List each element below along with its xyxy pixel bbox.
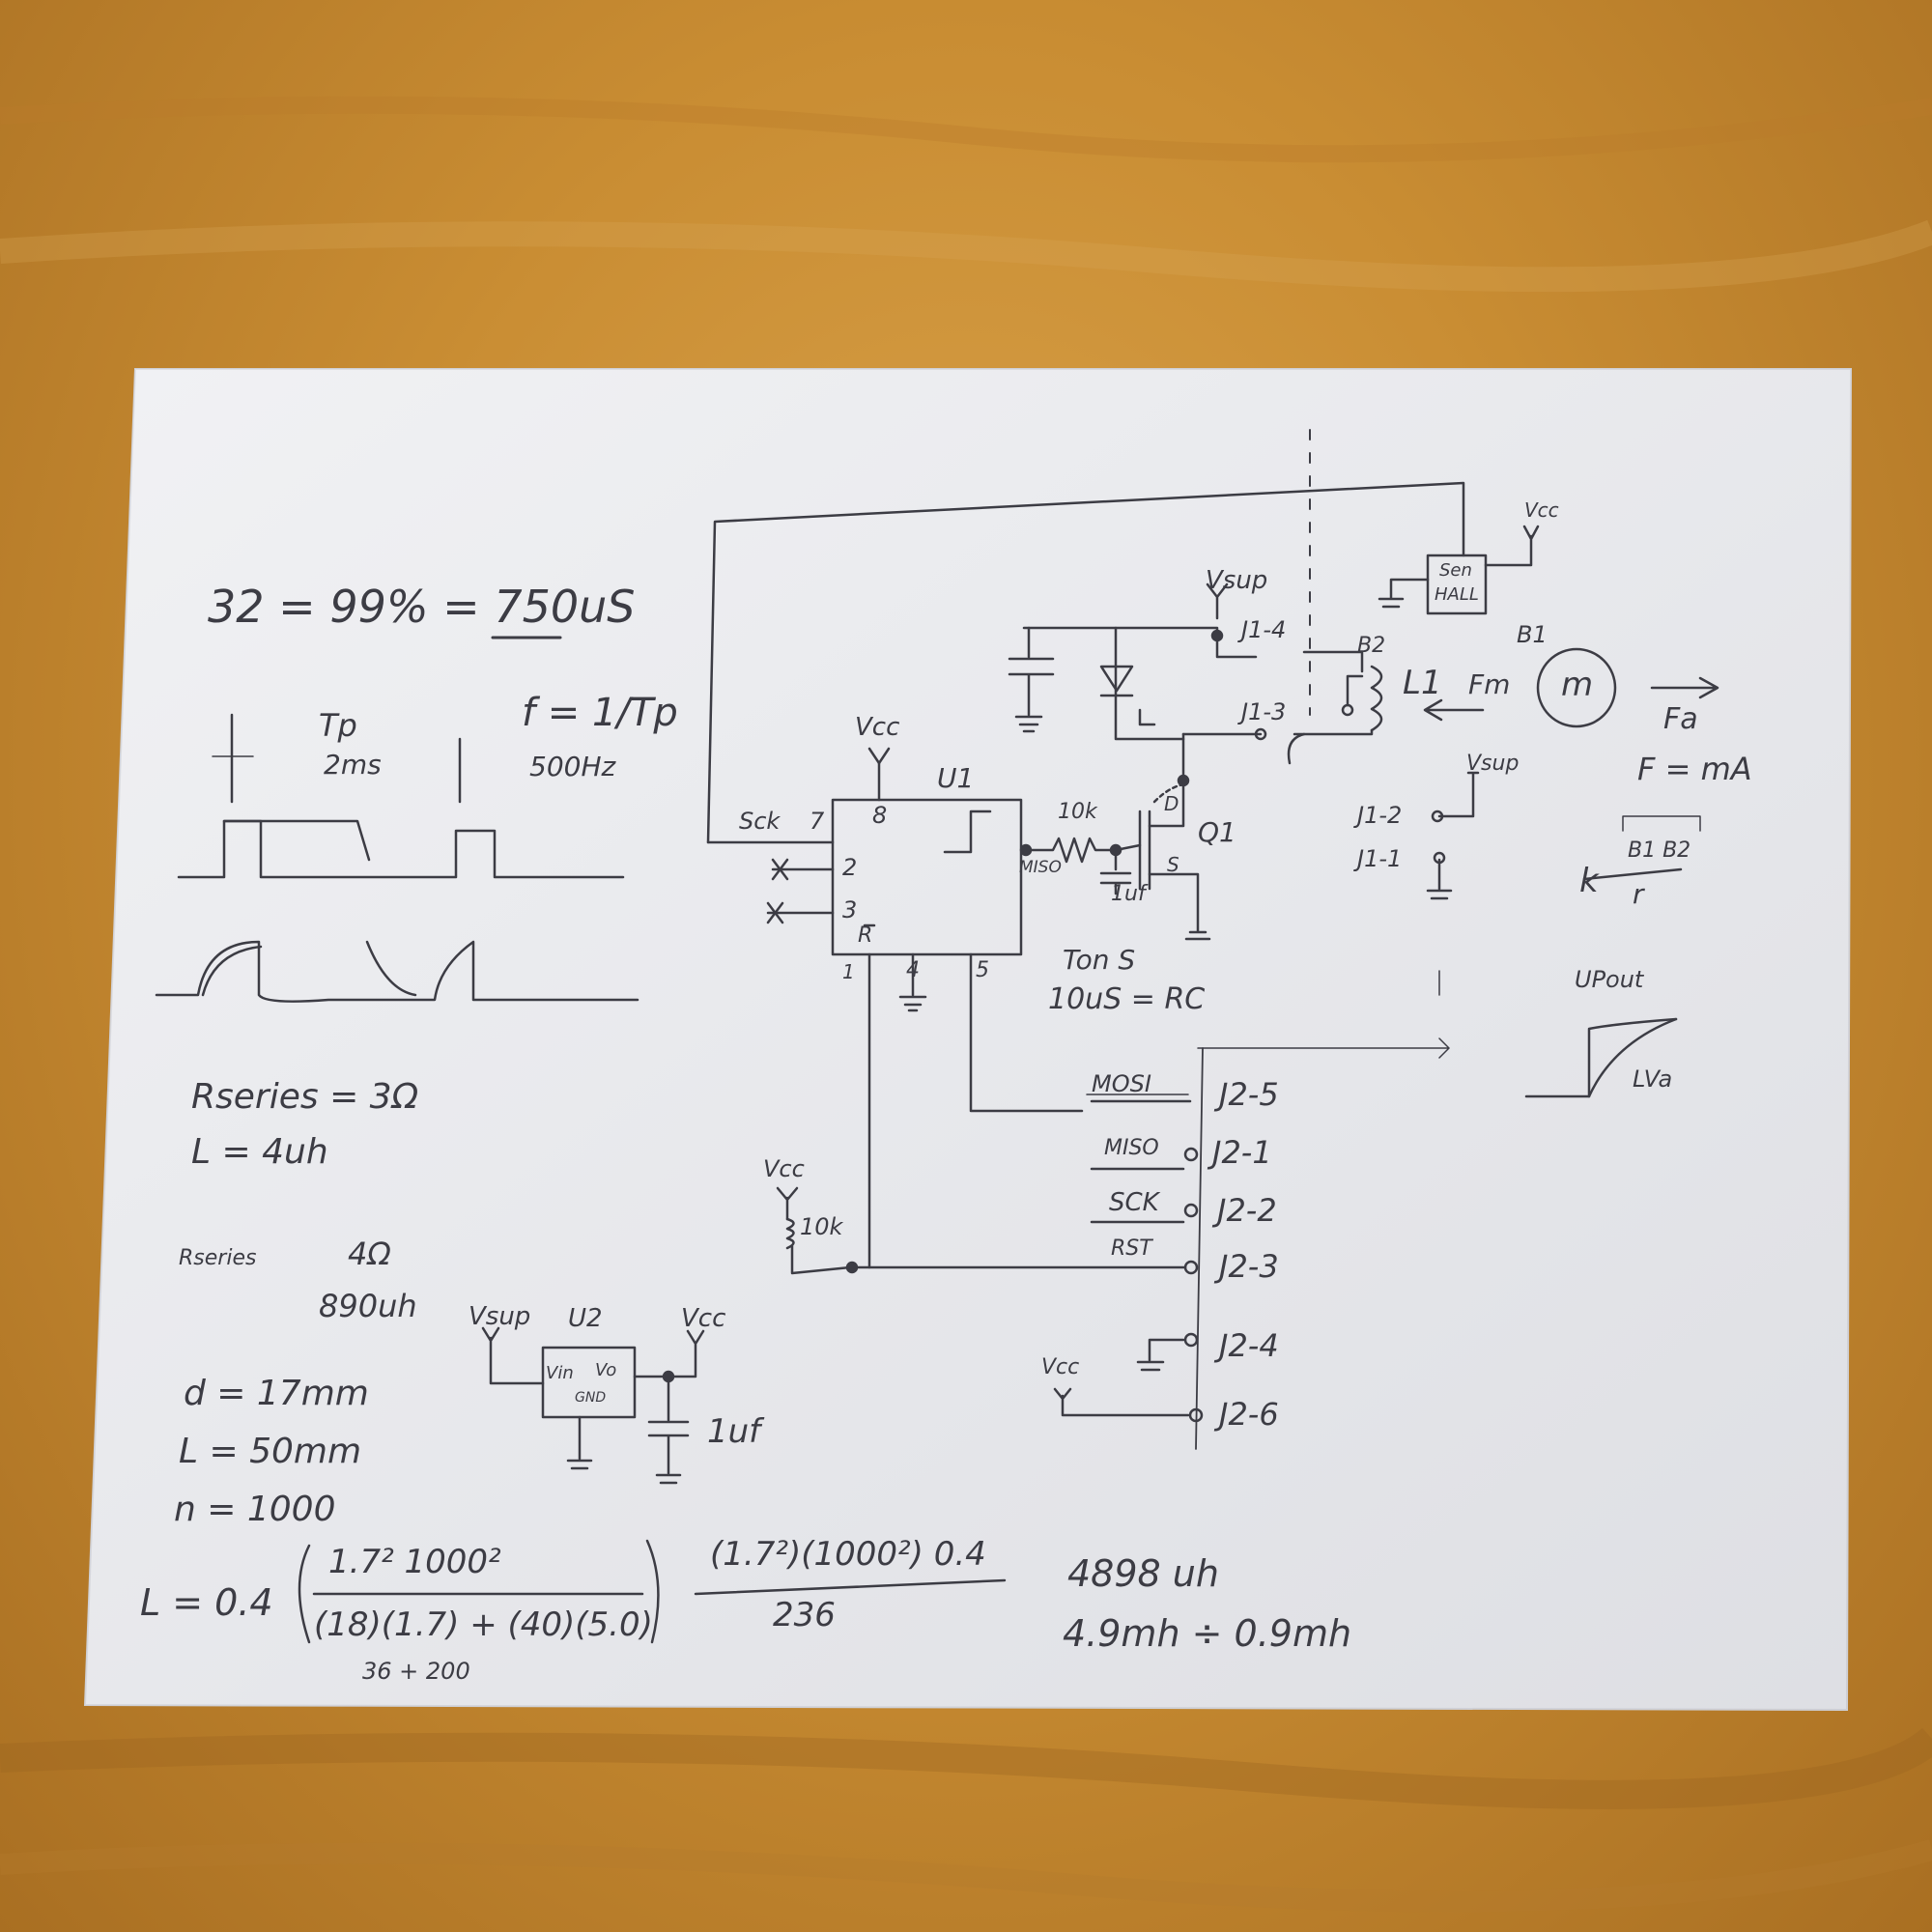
rst-vcc-label: Vcc [763,1155,805,1182]
hall-sen-label: Sen [1439,560,1472,581]
j2-6-label: J2-6 [1219,1396,1279,1433]
duty-cycle-note: 32 = 99% = 750uS [208,581,636,633]
j2-vcc-label: Vcc [1041,1355,1080,1379]
j2-5-label: J2-5 [1219,1076,1279,1113]
vsup2-label: Vsup [1466,752,1520,776]
fa-label: Fa [1663,702,1698,736]
source-label: S [1167,853,1179,876]
j2-3-label: J2-3 [1219,1248,1279,1285]
b1-label: B1 [1517,621,1548,648]
gate-resistor-label: 10k [1058,800,1097,824]
gate-cap-label: 1uf [1111,882,1146,906]
k-label: k [1579,862,1599,900]
u2-vout-label: Vo [595,1360,617,1380]
u2-cap-label: 1uf [707,1412,761,1451]
frequency-value: 500Hz [529,751,616,782]
pullup-resistor-label: 10k [800,1213,843,1240]
j2-2-label: J2-2 [1217,1192,1277,1229]
u2-gnd-label: GND [575,1390,607,1406]
result-inductance: 4898 uh [1067,1552,1219,1595]
l2-value: 890uh [319,1288,417,1324]
j1-4-label: J1-4 [1241,616,1287,643]
formula2-numerator: (1.7²)(1000²) 0.4 [710,1535,986,1574]
formula-denominator: (18)(1.7) + (40)(5.0) [314,1605,653,1644]
lva-label: LVa [1633,1065,1673,1093]
miso-label: MISO [1104,1136,1159,1160]
rseries2-note: Rseries [179,1246,257,1270]
q1-label: Q1 [1198,816,1236,848]
rseries-note: Rseries = 3Ω [191,1077,419,1117]
hall-hall-label: HALL [1435,584,1479,605]
j1-3-label: J1-3 [1241,698,1287,725]
magnet-label: m [1561,666,1594,704]
u2-label: U2 [568,1304,603,1333]
l1-label: L1 [1403,664,1442,702]
frequency-formula: f = 1/Tp [522,691,678,735]
pin3-label: 3 [842,896,858,923]
pin4-label: 4 [906,958,920,982]
tp-value: 2ms [324,749,382,781]
b2-label: B2 [1357,634,1386,658]
mosi-label: MOSI [1092,1070,1151,1097]
r2-value: 4Ω [348,1236,391,1272]
pin-r-label: R [858,923,873,948]
hall-vcc-label: Vcc [1524,498,1559,522]
drain-label: D [1164,792,1179,815]
diameter-note: d = 17mm [184,1374,369,1413]
tp-label: Tp [319,707,357,744]
j1-1-label: J1-1 [1357,845,1403,872]
u1-vcc-label: Vcc [855,713,900,742]
upout-label: UPout [1575,966,1644,993]
formula-numerator: 1.7² 1000² [328,1543,501,1581]
pin2-label: 2 [842,854,858,881]
j1-2-label: J1-2 [1357,802,1403,829]
j2-1-label: J2-1 [1212,1134,1272,1171]
u2-vcc-label: Vcc [681,1304,726,1333]
vsup-label: Vsup [1206,566,1268,595]
u2-vsup-label: Vsup [469,1302,531,1331]
rc-label: 10uS = RC [1048,982,1206,1016]
pin1-label: 1 [842,960,855,983]
u1-label: U1 [937,762,975,794]
k-numerator: B1 B2 [1628,838,1691,863]
formula2-denominator: 236 [773,1596,836,1634]
inductance-note: L = 4uh [191,1132,328,1172]
pin7-label: 7 [810,808,825,835]
k-denominator: r [1633,878,1644,910]
pin5-label: 5 [976,958,989,982]
length-note: L = 50mm [179,1432,362,1471]
miso-pin-label: MISO [1019,858,1062,877]
ton-label: Ton S [1063,944,1136,976]
newton-law-label: F = mA [1637,751,1752,787]
sck-pin-label: Sck [739,808,781,835]
u2-vin-label: Vin [546,1363,574,1383]
formula-lhs: L = 0.4 [140,1581,273,1624]
formula-denominator-sum: 36 + 200 [362,1658,470,1685]
fm-label: Fm [1468,668,1511,700]
sck2-label: SCK [1109,1188,1159,1217]
rst-label: RST [1111,1236,1152,1261]
turns-note: n = 1000 [174,1490,336,1529]
result-inductance-mh: 4.9mh ÷ 0.9mh [1063,1612,1352,1655]
j2-4-label: J2-4 [1219,1327,1279,1364]
pin8-label: 8 [872,802,888,829]
